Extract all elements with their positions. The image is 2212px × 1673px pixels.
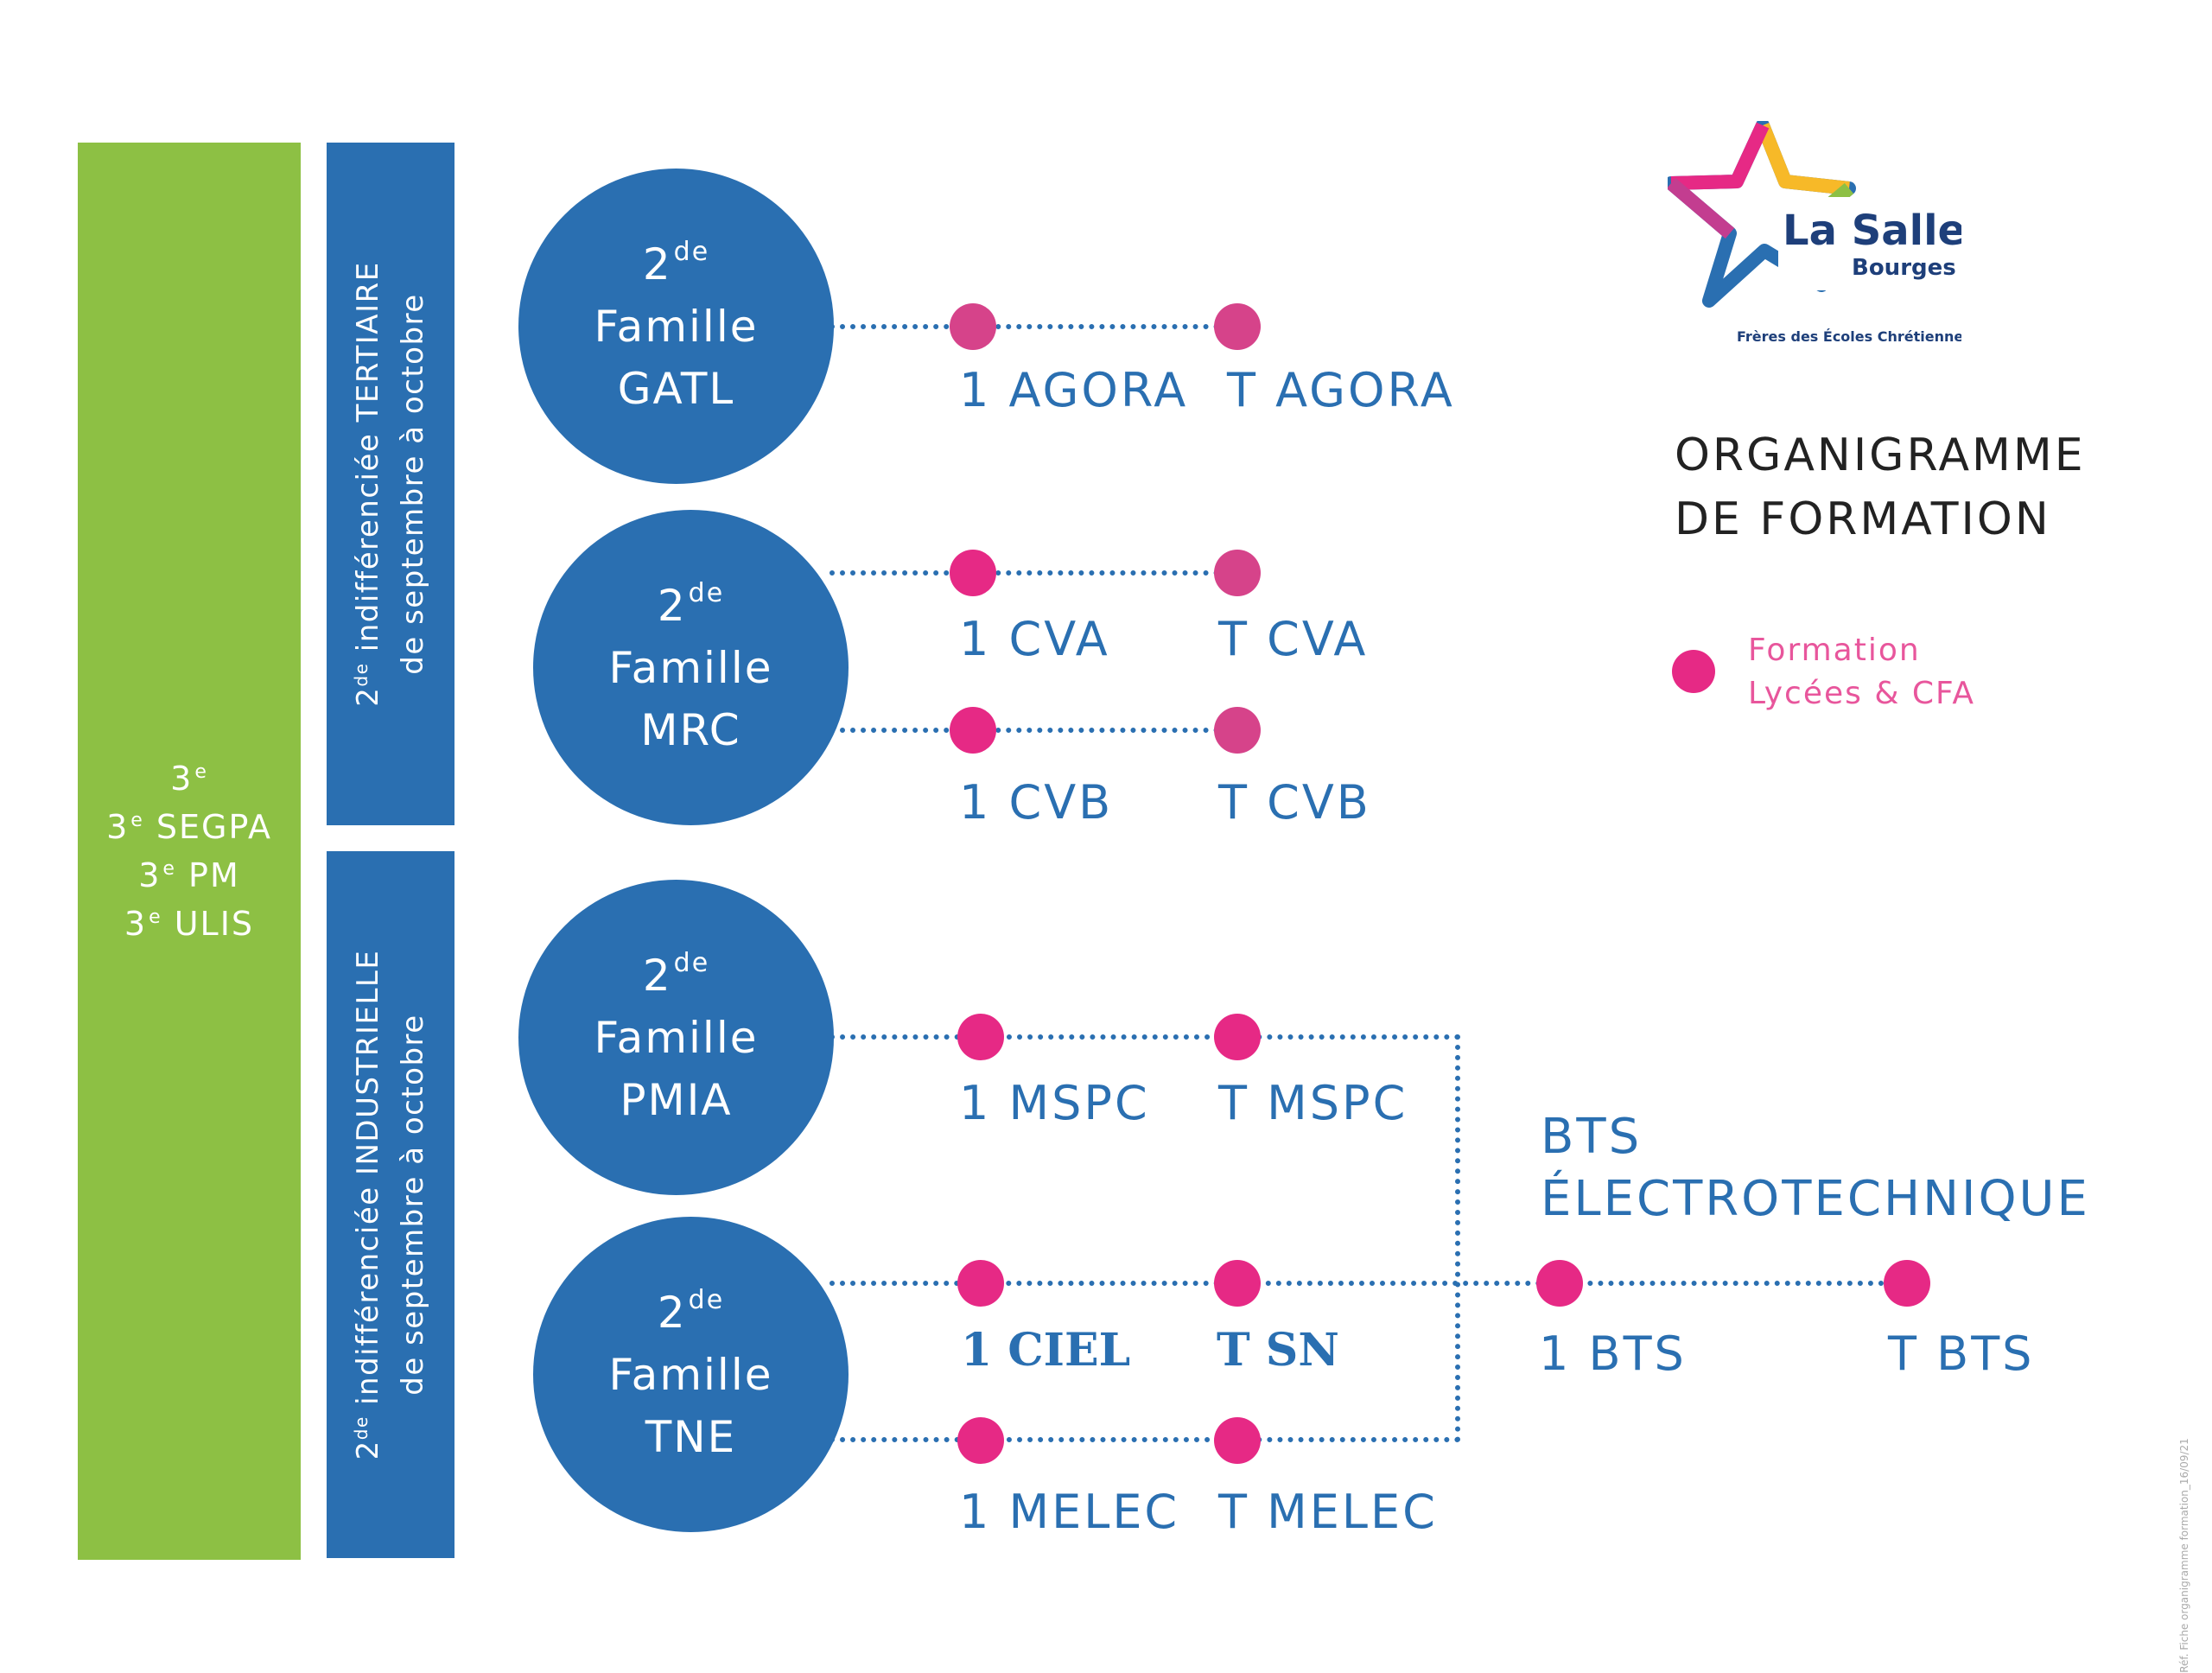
entry-level-3e-segpa: 3e SEGPA (106, 808, 272, 846)
document-reference: Réf. Fiche organigramme formation_16/09/… (2178, 1438, 2190, 1673)
label-t-sn: T SN (1217, 1324, 1339, 1377)
legend-dot (1672, 650, 1715, 693)
connector-mrc-cva (830, 570, 1240, 576)
label-1-agora: 1 AGORA (959, 363, 1189, 417)
label-t-cva: T CVA (1218, 612, 1369, 666)
page-title: ORGANIGRAMME DE FORMATION (1675, 429, 2086, 545)
label-t-melec: T MELEC (1218, 1485, 1438, 1539)
label-t-cvb: T CVB (1218, 775, 1371, 830)
node-t-cva (1214, 550, 1261, 596)
connector-gatl (830, 324, 1240, 329)
label-1-bts: 1 BTS (1539, 1326, 1687, 1381)
connector-mrc-cvb (830, 728, 1240, 733)
node-t-melec (1214, 1417, 1261, 1464)
node-1-ciel (957, 1260, 1004, 1307)
node-1-cvb (950, 707, 996, 754)
tertiaire-bar-text: 2de indifférenciée TERTIAIRE de septembr… (351, 261, 430, 707)
la-salle-logo: La Salle Bourges Frères des Écoles Chrét… (1664, 118, 1972, 354)
node-t-cvb (1214, 707, 1261, 754)
connector-tne-sn-bts (830, 1281, 1905, 1286)
entry-level-3e-pm: 3e PM (138, 856, 240, 894)
node-t-bts (1884, 1260, 1930, 1307)
label-1-ciel: 1 CIEL (961, 1324, 1131, 1377)
connector-tne-melec (830, 1437, 1460, 1442)
connector-pmia (830, 1034, 1460, 1040)
node-1-bts (1536, 1260, 1583, 1307)
node-t-mspc (1214, 1014, 1261, 1060)
label-t-bts: T BTS (1888, 1326, 2035, 1381)
node-t-sn (1214, 1260, 1261, 1307)
entry-level-3e: 3e (170, 760, 208, 798)
label-t-mspc: T MSPC (1218, 1076, 1408, 1130)
famille-tne-circle: 2de Famille TNE (533, 1217, 849, 1532)
node-1-agora (950, 303, 996, 350)
connector-vertical-bts (1455, 1034, 1460, 1442)
node-t-agora (1214, 303, 1261, 350)
label-t-agora: T AGORA (1227, 363, 1455, 417)
entry-levels-column: 3e 3e SEGPA 3e PM 3e ULIS (78, 143, 301, 1560)
bts-electrotechnique-title: BTS ÉLECTROTECHNIQUE (1541, 1109, 2090, 1227)
famille-mrc-circle: 2de Famille MRC (533, 510, 849, 825)
label-1-melec: 1 MELEC (959, 1485, 1180, 1539)
industrielle-bar: 2de indifférenciée INDUSTRIELLE de septe… (327, 851, 454, 1558)
node-1-mspc (957, 1014, 1004, 1060)
entry-level-3e-ulis: 3e ULIS (124, 905, 255, 943)
svg-text:Bourges: Bourges (1852, 255, 1956, 281)
famille-gatl-circle: 2de Famille GATL (518, 169, 834, 484)
node-1-cva (950, 550, 996, 596)
label-1-cva: 1 CVA (959, 612, 1110, 666)
legend-label: Formation Lycées & CFA (1748, 633, 1976, 711)
famille-pmia-circle: 2de Famille PMIA (518, 880, 834, 1195)
star-logo-icon: La Salle Bourges Frères des Écoles Chrét… (1664, 118, 1972, 345)
label-1-cvb: 1 CVB (959, 775, 1114, 830)
svg-text:La Salle: La Salle (1783, 207, 1961, 255)
industrielle-bar-text: 2de indifférenciée INDUSTRIELLE de septe… (351, 949, 430, 1460)
tertiaire-bar: 2de indifférenciée TERTIAIRE de septembr… (327, 143, 454, 825)
node-1-melec (957, 1417, 1004, 1464)
label-1-mspc: 1 MSPC (959, 1076, 1150, 1130)
svg-text:Frères des Écoles Chrétiennes: Frères des Écoles Chrétiennes (1737, 328, 1961, 345)
